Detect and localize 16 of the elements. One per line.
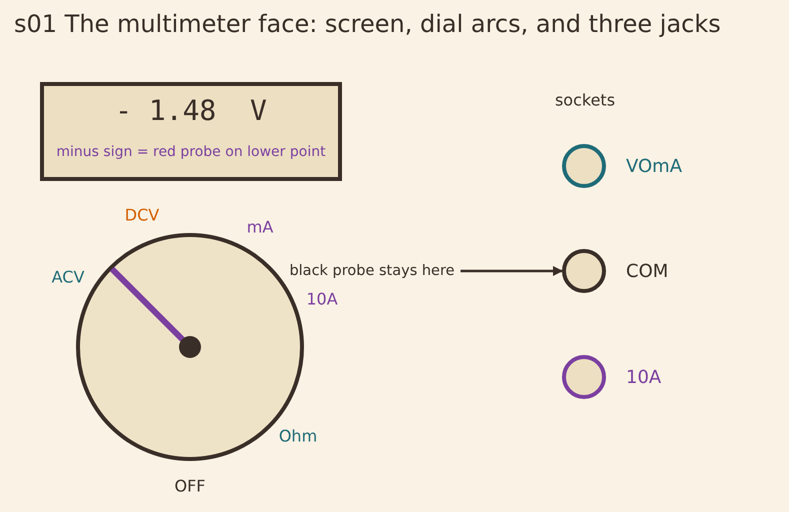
jack-label: 10A: [626, 366, 662, 388]
dial-position-label: mA: [246, 218, 274, 236]
dial-position-label: Ohm: [278, 426, 318, 446]
dial-position-label: OFF: [174, 476, 206, 496]
jack-label: VOmA: [626, 156, 682, 176]
dial-position-label: DCV: [124, 206, 160, 224]
display-reading: - 1.48 V: [115, 94, 267, 127]
screen-note: minus sign = red probe on lower point: [56, 144, 326, 160]
dial-position-label: 10A: [306, 290, 338, 308]
dial-position-label: ACV: [52, 268, 84, 286]
jack-label: COM: [626, 260, 668, 282]
display-screen: [40, 82, 342, 181]
diagram-title: s01 The multimeter face: screen, dial arcs, and three jacks: [14, 10, 721, 38]
section-heading: sockets: [554, 90, 616, 110]
arrow: [460, 266, 563, 276]
annotation-text: black probe stays here: [289, 263, 455, 279]
